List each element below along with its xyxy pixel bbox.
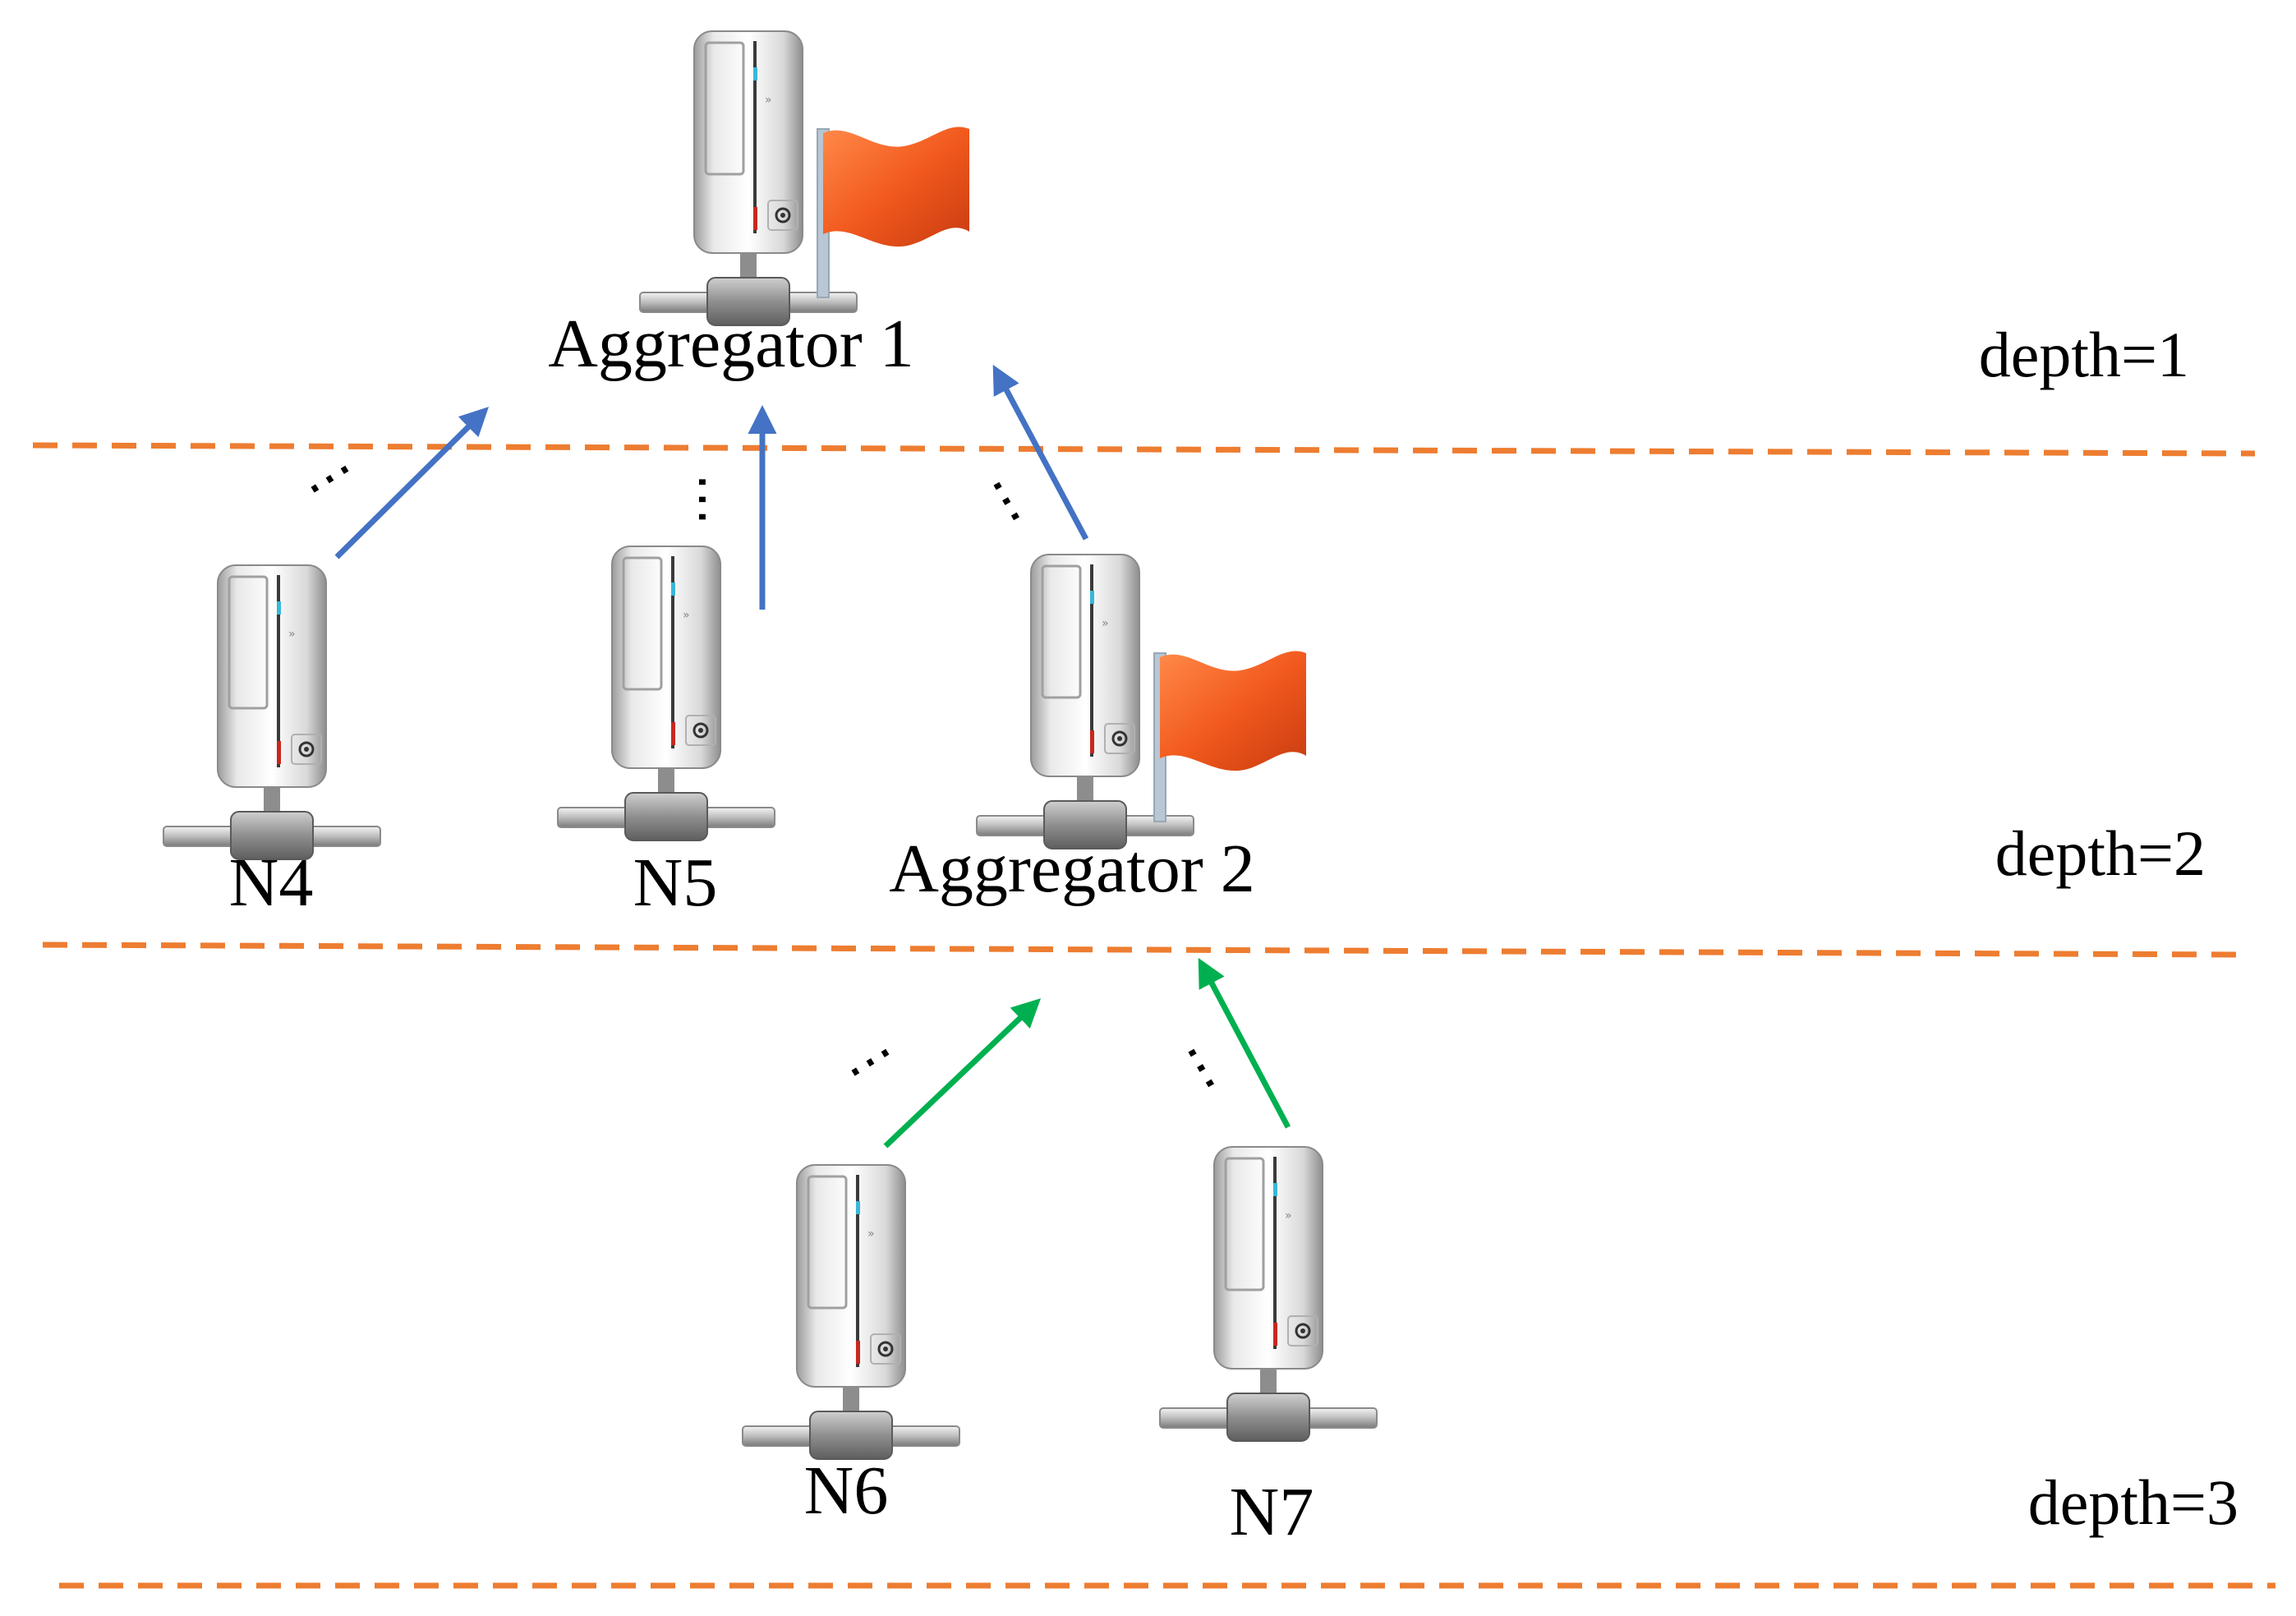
ellipsis-n7: ⋯ (1162, 1029, 1241, 1105)
node-label-aggregator-1: Aggregator 1 (548, 306, 914, 382)
server-tower-icon (1158, 1145, 1378, 1443)
node-label-n6: N6 (804, 1453, 889, 1529)
depth-label-1: depth=1 (1979, 319, 2189, 390)
ellipsis-n4: ⋯ (291, 439, 367, 518)
edge-n4-to-aggregator-1 (334, 407, 489, 559)
server-tower-icon (741, 1163, 961, 1461)
node-n5: N5 (556, 545, 776, 921)
node-label-n7: N7 (1230, 1474, 1314, 1550)
edge-n6-to-aggregator-2 (883, 998, 1042, 1149)
edge-aggregator-2-to-aggregator-1 (992, 364, 1089, 541)
ellipsis-aggregator-2: ⋯ (968, 463, 1047, 538)
node-label-aggregator-2: Aggregator 2 (889, 831, 1255, 907)
depth-label-2: depth=2 (1995, 817, 2206, 889)
ellipsis-n6: ⋯ (831, 1022, 908, 1102)
node-n7: N7 (1158, 1145, 1378, 1550)
depth-separator-2 (42, 942, 2239, 958)
depth-separator-1 (32, 442, 2256, 457)
server-tower-icon (556, 545, 776, 842)
node-n6: N6 (741, 1163, 961, 1529)
depth-label-3: depth=3 (2028, 1466, 2238, 1538)
server-tower-icon (162, 564, 382, 861)
node-label-n4: N4 (229, 845, 314, 921)
flag-icon (817, 126, 970, 298)
ellipsis-n5: ⋯ (673, 473, 734, 526)
edge-n7-to-aggregator-2 (1198, 957, 1291, 1129)
flag-icon (1153, 650, 1307, 822)
node-label-n5: N5 (633, 845, 718, 921)
node-aggregator-1: Aggregator 1 (548, 30, 970, 382)
node-aggregator-2: Aggregator 2 (889, 553, 1307, 907)
node-n4: N4 (162, 564, 382, 921)
